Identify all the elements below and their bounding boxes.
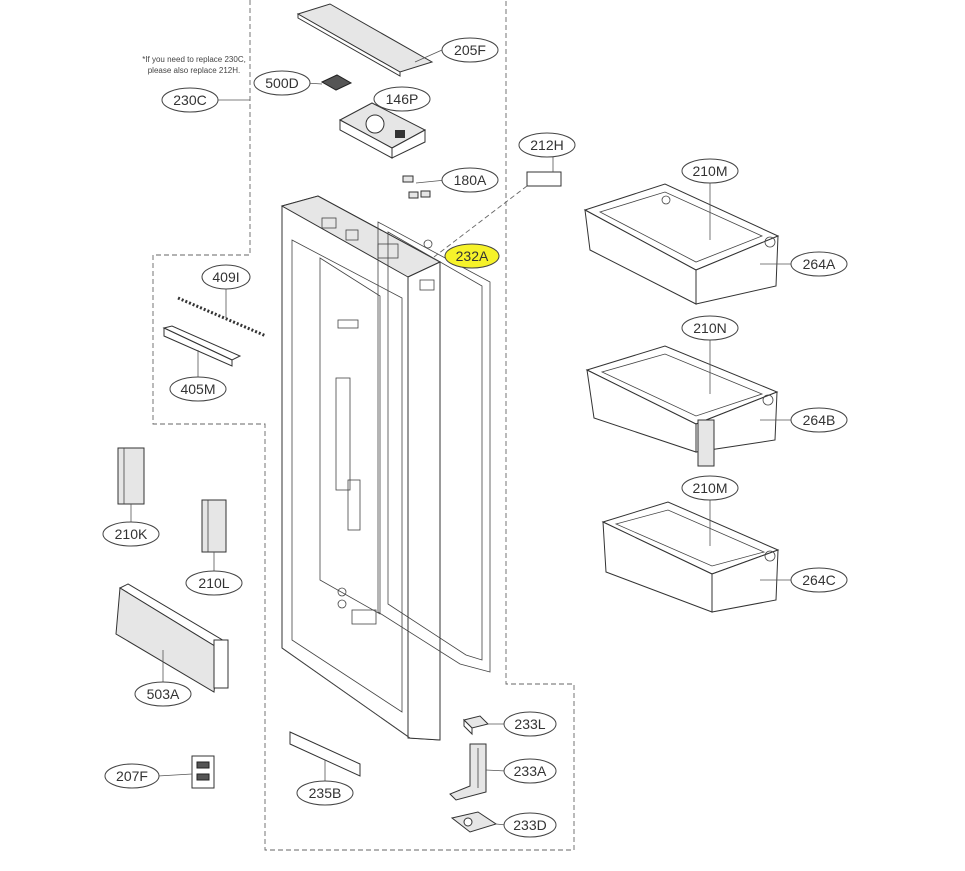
- callout-205f-text: 205F: [454, 42, 486, 58]
- callout-210n[interactable]: 210N: [681, 315, 739, 341]
- part-233l-clip: [463, 715, 506, 736]
- callout-212h-text: 212H: [530, 137, 563, 153]
- callout-210m-bottom[interactable]: 210M: [681, 475, 739, 501]
- callout-233a-text: 233A: [514, 763, 547, 779]
- callout-232a-text: 232A: [456, 248, 489, 264]
- callout-233d[interactable]: 233D: [503, 812, 557, 838]
- callout-210m-bottom-text: 210M: [692, 480, 727, 496]
- callout-503a[interactable]: 503A: [134, 681, 192, 707]
- callout-500d-text: 500D: [265, 75, 298, 91]
- callout-180a-text: 180A: [454, 172, 487, 188]
- part-210l-bracket: [201, 499, 227, 571]
- callout-235b-text: 235B: [309, 785, 342, 801]
- callout-264b[interactable]: 264B: [790, 407, 848, 433]
- part-bin-top: [583, 182, 792, 305]
- callout-503a-text: 503A: [147, 686, 180, 702]
- callout-205f[interactable]: 205F: [441, 37, 499, 63]
- part-235b-strip: [289, 731, 361, 781]
- callout-264c[interactable]: 264C: [790, 567, 848, 593]
- callout-207f[interactable]: 207F: [104, 763, 160, 789]
- callout-207f-text: 207F: [116, 768, 148, 784]
- part-210k-bracket: [117, 447, 145, 522]
- part-146p-module: [338, 102, 427, 159]
- part-233d-plate: [450, 811, 507, 833]
- callout-500d[interactable]: 500D: [253, 70, 311, 96]
- replacement-note: *If you need to replace 230C, please als…: [142, 55, 246, 75]
- part-503a-cover: [115, 583, 229, 693]
- note-line-1: *If you need to replace 230C,: [142, 55, 246, 64]
- callout-146p[interactable]: 146P: [373, 86, 431, 112]
- callout-264b-text: 264B: [803, 412, 836, 428]
- part-409i-strip: [177, 289, 267, 338]
- callout-233d-text: 233D: [513, 817, 546, 833]
- part-233a-bracket: [449, 743, 507, 801]
- part-bin-bottom: [601, 498, 792, 613]
- note-line-2: please also replace 212H.: [148, 66, 241, 75]
- part-405m-strip: [162, 325, 242, 377]
- callout-210l-text: 210L: [198, 575, 229, 591]
- group-boundaries: [152, 0, 575, 851]
- callout-212h[interactable]: 212H: [518, 132, 576, 158]
- callout-405m-text: 405M: [180, 381, 215, 397]
- callout-264a[interactable]: 264A: [790, 251, 848, 277]
- part-door-frame: [280, 195, 442, 741]
- callout-210m-top[interactable]: 210M: [681, 158, 739, 184]
- callout-146p-text: 146P: [386, 91, 419, 107]
- callout-210m-top-text: 210M: [692, 163, 727, 179]
- part-207f-hinge: [157, 755, 215, 789]
- callout-409i[interactable]: 409I: [201, 264, 251, 290]
- part-500d-pad: [305, 74, 353, 91]
- callout-230c[interactable]: 230C: [161, 87, 219, 113]
- callout-264a-text: 264A: [803, 256, 836, 272]
- part-205f-cover: [296, 3, 443, 77]
- callout-233a[interactable]: 233A: [503, 758, 557, 784]
- callout-233l[interactable]: 233L: [503, 711, 557, 737]
- callout-235b[interactable]: 235B: [296, 780, 354, 806]
- callout-409i-text: 409I: [212, 269, 239, 285]
- callout-210k-text: 210K: [115, 526, 148, 542]
- callout-210k[interactable]: 210K: [102, 521, 160, 547]
- callout-264c-text: 264C: [802, 572, 835, 588]
- part-bin-middle: [585, 338, 792, 467]
- callout-232a[interactable]: 232A: [444, 243, 500, 269]
- callout-210l[interactable]: 210L: [185, 570, 243, 596]
- callout-233l-text: 233L: [514, 716, 545, 732]
- callout-180a[interactable]: 180A: [441, 167, 499, 193]
- callout-210n-text: 210N: [693, 320, 726, 336]
- callout-405m[interactable]: 405M: [169, 376, 227, 402]
- part-212h: [429, 155, 562, 261]
- part-180a-clips: [402, 175, 447, 199]
- callout-230c-text: 230C: [173, 92, 206, 108]
